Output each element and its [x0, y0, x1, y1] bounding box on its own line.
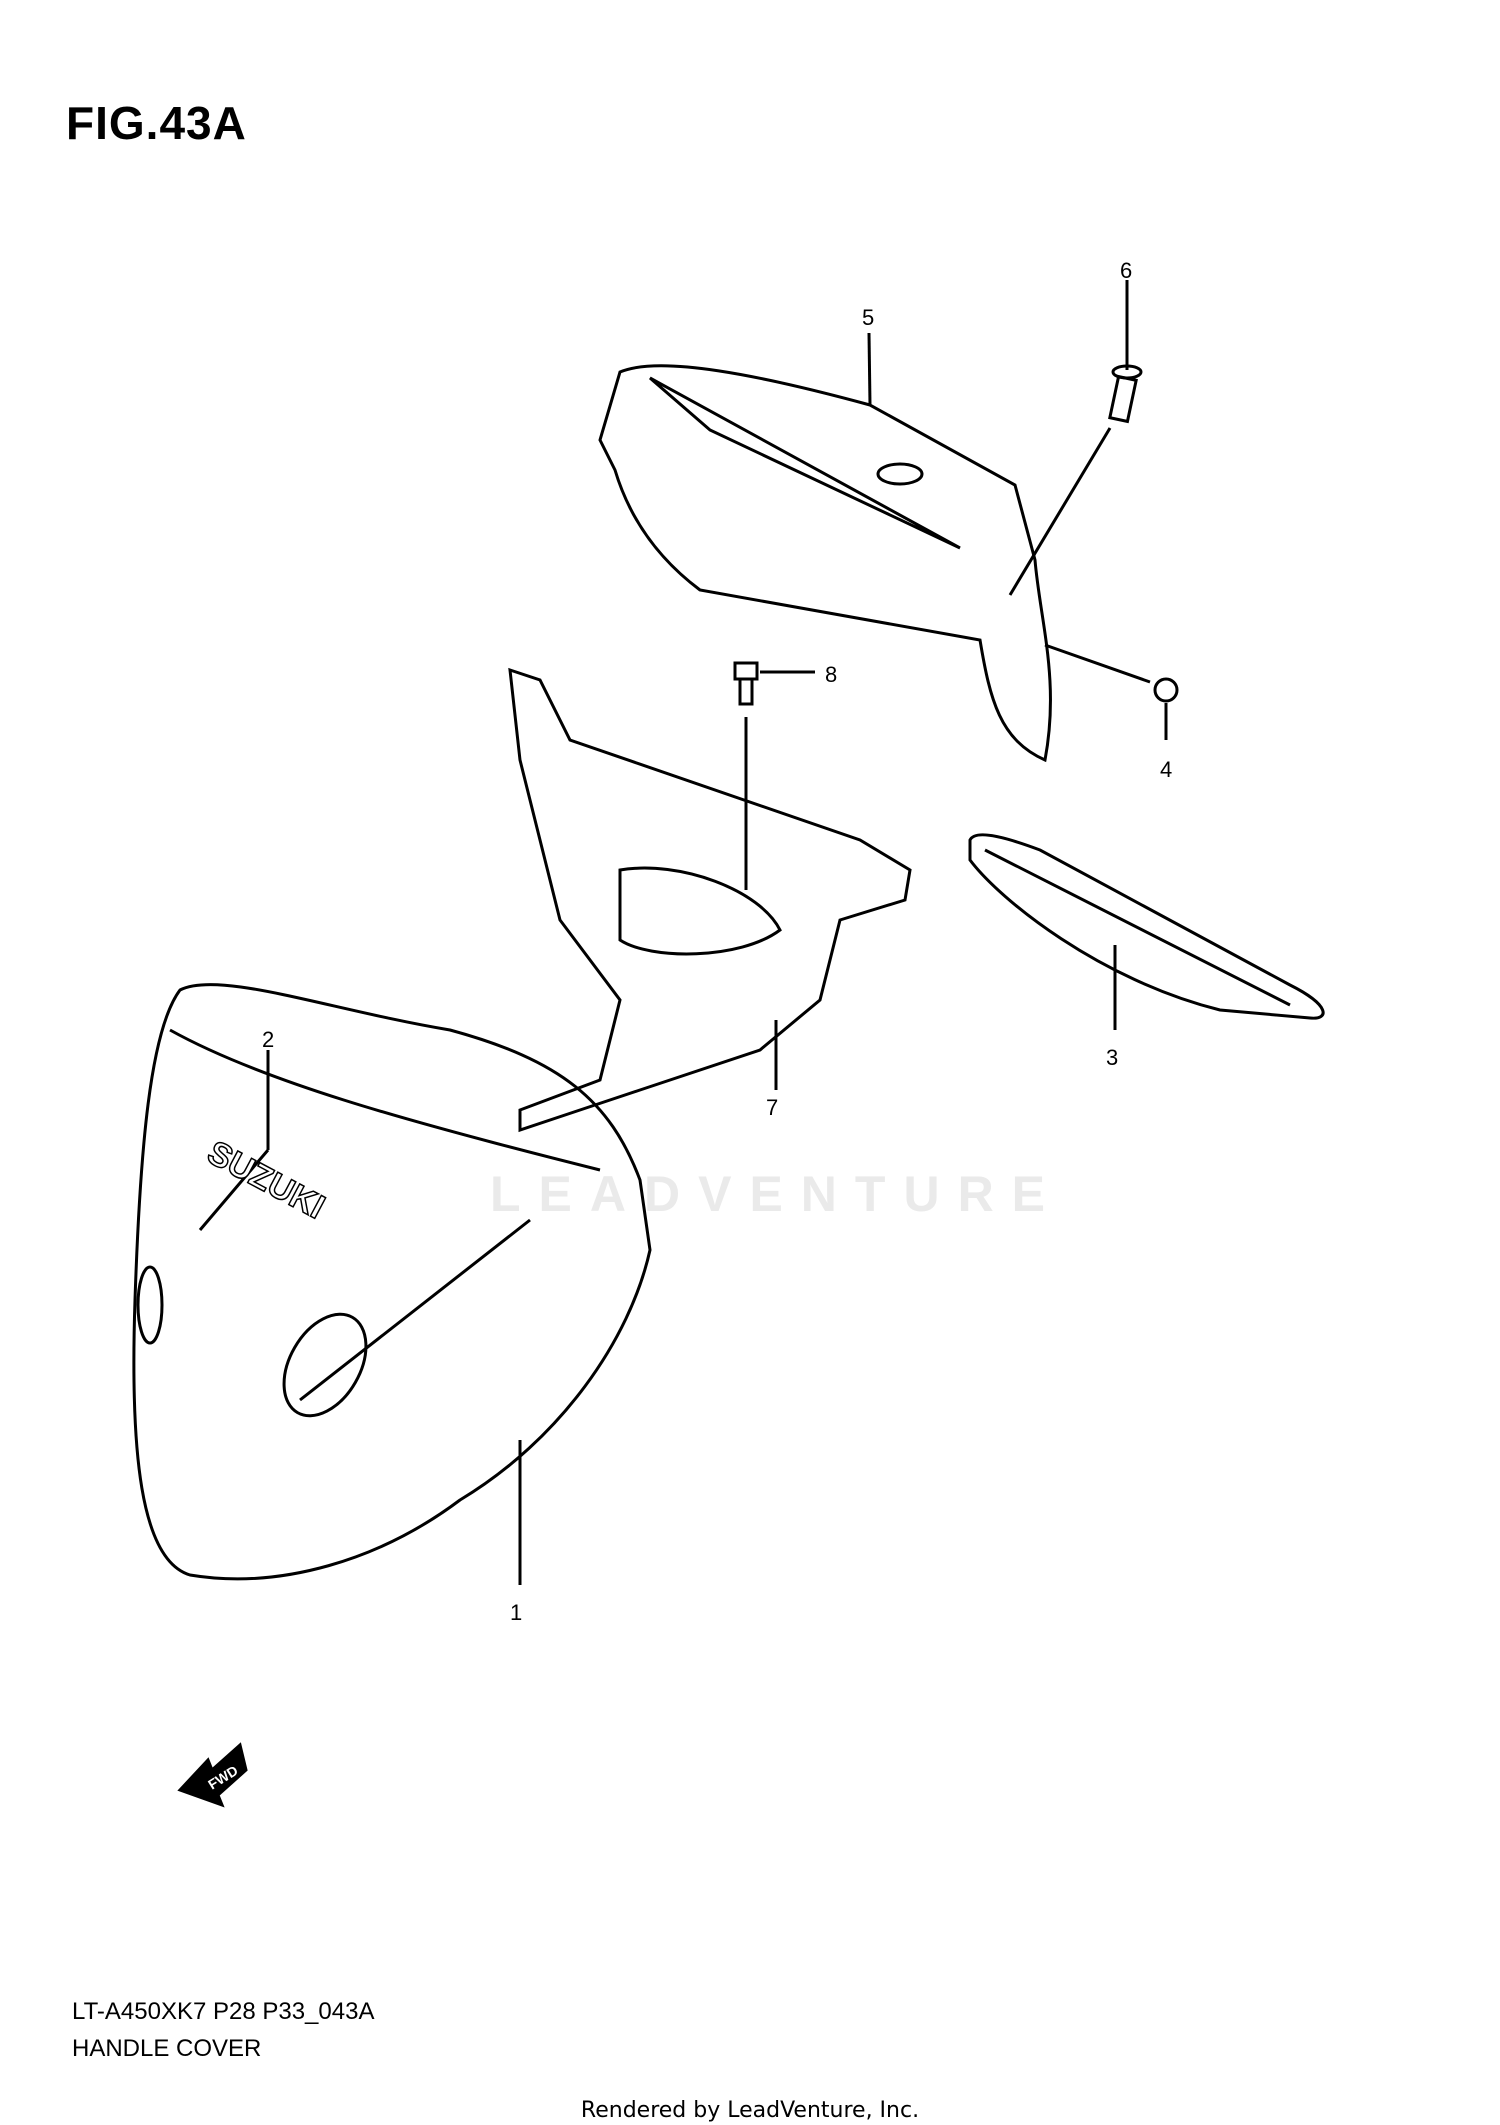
clip-part-4: [1044, 643, 1179, 740]
watermark: LEADVENTURE: [490, 1166, 1064, 1222]
callout-8: 8: [825, 662, 838, 687]
trim-part-3: [968, 833, 1325, 1030]
render-credit: Rendered by LeadVenture, Inc.: [580, 2098, 920, 2123]
main-cover-part-1: [132, 983, 652, 1585]
callout-1: 1: [510, 1600, 523, 1625]
figure-title: FIG.43A: [66, 97, 247, 149]
suzuki-emblem-text: SUZUKI: [201, 1134, 331, 1227]
callout-3: 3: [1106, 1045, 1119, 1070]
callout-7: 7: [766, 1095, 779, 1120]
callout-5: 5: [862, 305, 875, 330]
model-code: LT-A450XK7 P28 P33_043A: [72, 1998, 375, 2025]
callout-6: 6: [1120, 258, 1133, 283]
figure-caption: HANDLE COVER: [72, 2035, 262, 2062]
callout-2: 2: [262, 1027, 275, 1052]
bolt-part-8: [733, 661, 815, 706]
bracket-part-7: [508, 667, 912, 1133]
screw-part-6: [1008, 280, 1143, 596]
emblem-part-2: SUZUKI: [198, 1050, 332, 1231]
upper-cover-part-5: [598, 332, 1052, 763]
callout-4: 4: [1160, 757, 1173, 782]
fwd-arrow-icon: FWD: [177, 1742, 248, 1808]
